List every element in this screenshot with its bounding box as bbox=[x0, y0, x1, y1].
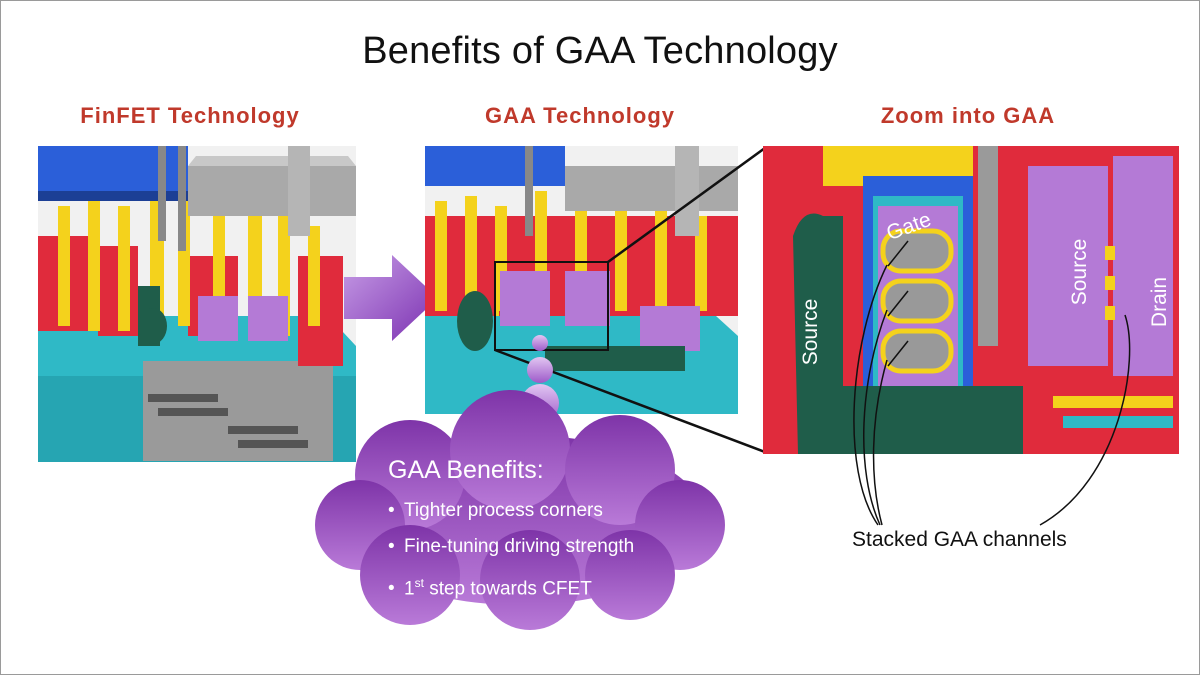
benefit-text: step towards CFET bbox=[423, 578, 592, 600]
list-item: •Fine-tuning driving strength bbox=[388, 536, 635, 557]
benefit-text: Fine-tuning driving strength bbox=[404, 536, 635, 557]
zoom-title: Zoom into GAA bbox=[880, 103, 1056, 128]
zoom-illustration bbox=[763, 146, 1179, 454]
slide-title: Benefits of GAA Technology bbox=[362, 30, 838, 72]
list-item: •1st step towards CFET bbox=[388, 576, 592, 600]
benefit-prefix: 1 bbox=[404, 578, 415, 600]
benefit-superscript: st bbox=[414, 576, 424, 590]
arrow-right-icon bbox=[344, 255, 438, 341]
benefits-list: •Tighter process corners •Fine-tuning dr… bbox=[388, 498, 634, 606]
gaa-title: GAA Technology bbox=[485, 103, 675, 128]
list-item: •Tighter process corners bbox=[388, 500, 603, 521]
finfet-title: FinFET Technology bbox=[80, 103, 300, 128]
benefits-title: GAA Benefits: bbox=[388, 456, 544, 484]
finfet-illustration bbox=[38, 146, 356, 462]
gaa-illustration bbox=[425, 146, 738, 414]
benefit-text: Tighter process corners bbox=[404, 500, 603, 521]
stacked-channels-caption: Stacked GAA channels bbox=[852, 528, 1067, 551]
benefits-cloud bbox=[315, 335, 725, 630]
